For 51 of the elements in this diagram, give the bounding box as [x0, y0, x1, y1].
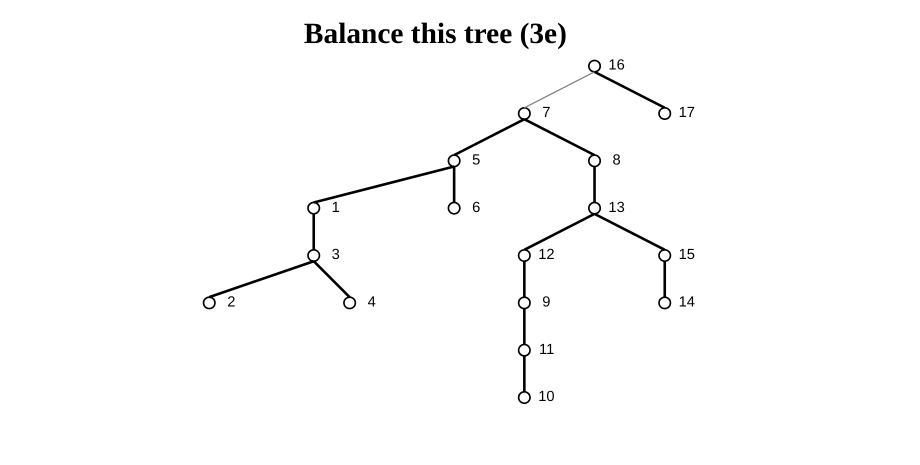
- node-label: 6: [472, 200, 480, 216]
- connector: [522, 356, 526, 392]
- node-circle: [588, 60, 601, 73]
- connector: [208, 260, 314, 298]
- node-circle: [588, 202, 601, 215]
- connector: [662, 261, 666, 298]
- node-label: 16: [608, 58, 624, 74]
- node-circle: [306, 248, 320, 262]
- connector: [524, 71, 594, 108]
- node-circle: [306, 202, 320, 215]
- connector: [312, 260, 350, 298]
- node-label: 8: [612, 152, 620, 168]
- connector: [453, 118, 524, 156]
- node-label: 12: [538, 247, 554, 264]
- node-circle: [517, 391, 530, 404]
- connector: [312, 165, 454, 204]
- connector: [522, 308, 526, 344]
- connector: [452, 166, 455, 202]
- node-label: 4: [367, 294, 376, 310]
- node-circle: [517, 248, 530, 262]
- node-circle: [588, 154, 601, 168]
- node-label: 5: [472, 152, 480, 168]
- node-circle: [658, 296, 671, 310]
- node-circle: [658, 248, 671, 262]
- node-circle: [202, 296, 216, 310]
- node-label: 9: [542, 294, 550, 310]
- connector: [593, 212, 665, 251]
- connector: [522, 261, 526, 298]
- node-circle: [517, 106, 530, 120]
- connector: [523, 118, 595, 156]
- node-label: 10: [538, 389, 554, 406]
- node-circle: [447, 202, 460, 215]
- node-circle: [342, 296, 356, 310]
- node-label: 14: [678, 294, 694, 310]
- connector: [593, 70, 665, 109]
- node-label: 3: [331, 247, 340, 264]
- connector: [312, 214, 315, 250]
- node-label: 17: [678, 105, 694, 122]
- node-circle: [447, 154, 460, 168]
- node-label: 13: [608, 200, 624, 216]
- node-label: 1: [331, 200, 340, 216]
- node-label: 15: [678, 247, 694, 264]
- connector: [592, 166, 596, 202]
- connector: [523, 212, 595, 251]
- node-label: 7: [542, 105, 550, 122]
- node-circle: [658, 106, 671, 120]
- node-circle: [517, 344, 530, 357]
- node-label: 11: [538, 342, 554, 358]
- diagram-title: Balance this tree (3e): [303, 18, 566, 50]
- node-label: 2: [226, 294, 235, 310]
- node-circle: [517, 296, 530, 310]
